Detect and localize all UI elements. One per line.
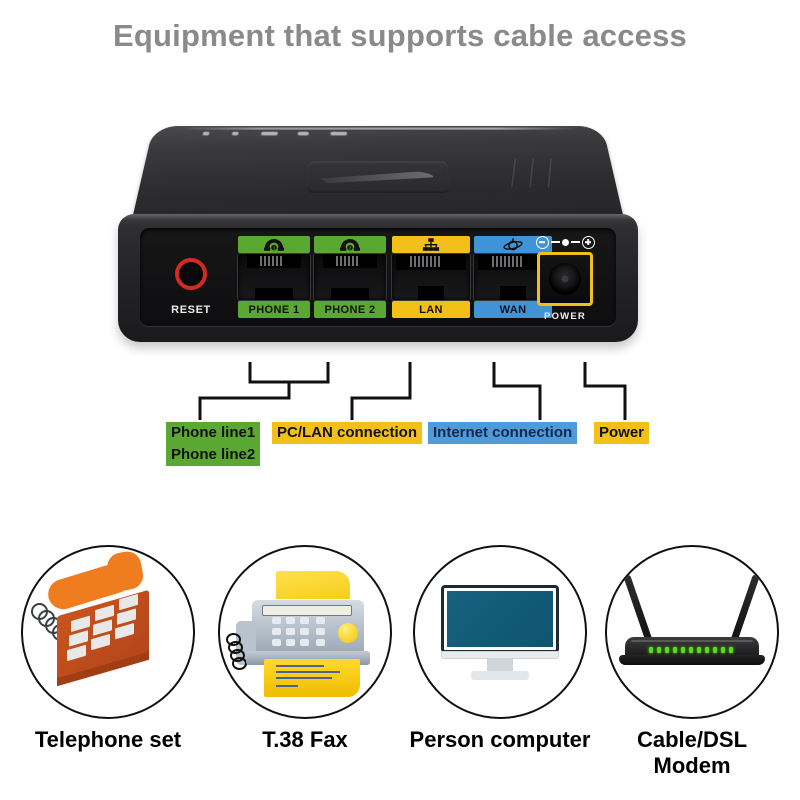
polarity-plus-icon bbox=[581, 235, 595, 249]
router-antenna-left bbox=[623, 573, 654, 647]
callout-pc-lan-connection: PC/LAN connection bbox=[272, 422, 423, 445]
network-tree-icon bbox=[422, 238, 440, 251]
port-phone1-rj11-jack bbox=[238, 254, 310, 300]
led-indicator bbox=[261, 131, 278, 136]
fax-paper-slot bbox=[262, 605, 352, 616]
device-caption-t38-fax: T.38 Fax bbox=[262, 727, 348, 752]
voip-ata-router-device: RESET 1 bbox=[118, 98, 638, 360]
monitor-bezel-chin bbox=[441, 651, 559, 659]
power-jack[interactable]: POWER bbox=[528, 234, 602, 322]
led-indicator-row bbox=[202, 131, 367, 138]
port-phone1-label: PHONE 1 bbox=[238, 301, 310, 318]
desktop-monitor-icon bbox=[413, 545, 587, 719]
router-port-recess: RESET 1 bbox=[140, 228, 616, 326]
router-antenna-right bbox=[729, 573, 760, 647]
dc-polarity-center-positive-icon bbox=[528, 234, 602, 250]
port-lan-color-cap bbox=[392, 236, 470, 253]
fax-keypad bbox=[272, 617, 330, 647]
port-phone2-label: PHONE 2 bbox=[314, 301, 386, 318]
router-front-panel: RESET 1 bbox=[118, 214, 638, 342]
power-barrel-ring bbox=[549, 263, 581, 295]
port-phone2-rj11-jack bbox=[314, 254, 386, 300]
svg-text:1: 1 bbox=[273, 245, 276, 250]
callout-internet-connection: Internet connection bbox=[428, 422, 578, 445]
led-indicator bbox=[202, 131, 210, 136]
monitor-screen bbox=[441, 585, 559, 653]
port-wan-label: WAN bbox=[474, 301, 552, 318]
power-label: POWER bbox=[544, 311, 586, 322]
callout-phone-line-2: Phone line2 bbox=[166, 444, 261, 467]
device-card-t38-fax[interactable]: T.38 Fax bbox=[205, 545, 405, 753]
reset-pinhole-icon bbox=[175, 258, 207, 290]
port-lan-rj45-jack bbox=[392, 254, 470, 300]
fax-start-button bbox=[338, 623, 358, 643]
polarity-line bbox=[570, 240, 580, 244]
port-lan[interactable]: LAN bbox=[392, 236, 470, 318]
callout-phone-line-1: Phone line1 bbox=[166, 422, 261, 445]
reset-label: RESET bbox=[171, 304, 211, 316]
device-card-person-computer[interactable]: Person computer bbox=[400, 545, 600, 753]
led-indicator bbox=[330, 131, 348, 136]
desk-telephone-icon bbox=[21, 545, 195, 719]
router-logo-swoosh-icon bbox=[321, 171, 434, 184]
router-top-panel bbox=[130, 126, 626, 228]
port-phone1[interactable]: 1 PHONE 1 bbox=[238, 236, 310, 318]
device-caption-telephone-set: Telephone set bbox=[34, 727, 182, 752]
supported-device-list: Telephone set bbox=[0, 545, 800, 795]
vent-slot bbox=[529, 158, 535, 188]
globe-orbit-icon bbox=[503, 238, 523, 251]
fax-cord-icon bbox=[226, 633, 247, 670]
port-phone1-color-cap: 1 bbox=[238, 236, 310, 253]
polarity-line bbox=[550, 240, 560, 244]
device-caption-cable-dsl-modem: Cable/DSL Modem bbox=[636, 727, 748, 778]
phone-handset-1-icon: 1 bbox=[263, 239, 285, 251]
page-title: Equipment that supports cable access bbox=[113, 18, 687, 53]
reset-button[interactable]: RESET bbox=[162, 252, 220, 322]
phone-handset-2-icon: 2 bbox=[339, 239, 361, 251]
router-led-row bbox=[649, 647, 735, 654]
device-caption-person-computer: Person computer bbox=[409, 727, 591, 752]
led-indicator bbox=[231, 131, 239, 136]
device-card-cable-dsl-modem[interactable]: Cable/DSL Modem bbox=[592, 545, 792, 778]
fax-machine-icon bbox=[218, 545, 392, 719]
vent-slot bbox=[547, 158, 552, 188]
power-barrel-connector bbox=[537, 252, 593, 306]
svg-text:2: 2 bbox=[349, 245, 352, 250]
vent-slot bbox=[510, 158, 517, 188]
monitor-stand-neck bbox=[487, 659, 513, 673]
port-phone2[interactable]: 2 PHONE 2 bbox=[314, 236, 386, 318]
led-indicator bbox=[297, 131, 309, 136]
device-card-telephone-set[interactable]: Telephone set bbox=[8, 545, 208, 753]
polarity-minus-icon bbox=[535, 235, 549, 249]
wireless-router-icon bbox=[605, 545, 779, 719]
port-phone2-color-cap: 2 bbox=[314, 236, 386, 253]
monitor-stand-foot bbox=[471, 671, 529, 680]
router-base bbox=[619, 655, 765, 665]
port-wan-color-cap bbox=[474, 236, 552, 253]
port-lan-label: LAN bbox=[392, 301, 470, 318]
router-logo-plate bbox=[306, 161, 450, 193]
router-vent-group bbox=[510, 158, 565, 188]
fax-paper-text-lines bbox=[276, 665, 346, 687]
callout-power: Power bbox=[594, 422, 650, 445]
polarity-center-dot bbox=[561, 238, 569, 246]
